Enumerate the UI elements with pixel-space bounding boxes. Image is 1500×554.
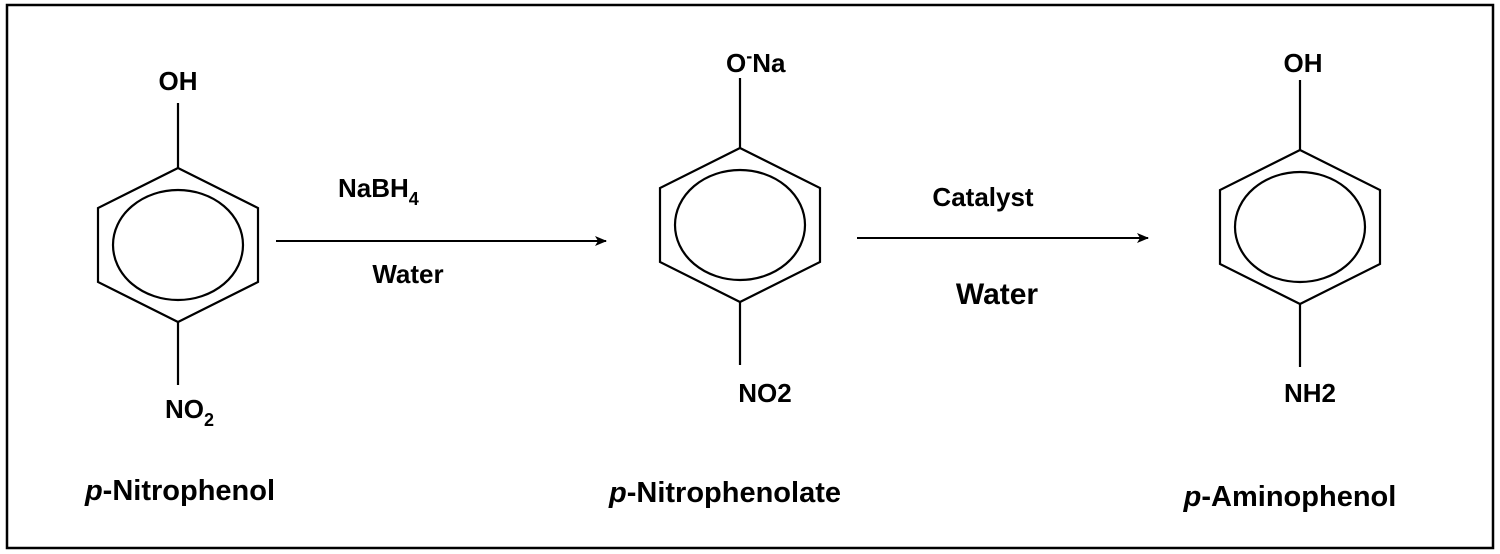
reagent-water: Water [372,259,443,289]
oh-label: OH [159,66,198,96]
compound-p-nitrophenol: OH NO2 p-Nitrophenol [84,66,275,507]
ona-label: O-Na [726,46,786,78]
compound-p-nitrophenolate: O-Na NO2 p-Nitrophenolate [608,46,841,509]
compound-name: p-Aminophenol [1183,481,1397,513]
no2-label: NO2 [738,378,791,408]
reagent-water: Water [956,278,1039,311]
diagram-frame [5,3,1495,550]
compound-name: p-Nitrophenol [84,475,275,507]
aromatic-circle [111,188,245,302]
compound-p-aminophenol: OH NH2 p-Aminophenol [1183,48,1397,513]
aromatic-circle [673,168,807,282]
nitro-label: NO2 [165,394,214,430]
reaction-arrow-2: Catalyst Water [857,182,1149,311]
nh2-label: NH2 [1284,378,1336,408]
aromatic-circle [1233,170,1367,284]
oh-label: OH [1284,48,1323,78]
reaction-arrow-1: NaBH4 Water [276,173,607,289]
reagent-catalyst: Catalyst [932,182,1033,212]
compound-name: p-Nitrophenolate [608,477,841,509]
reagent-nabh4: NaBH4 [338,173,419,209]
